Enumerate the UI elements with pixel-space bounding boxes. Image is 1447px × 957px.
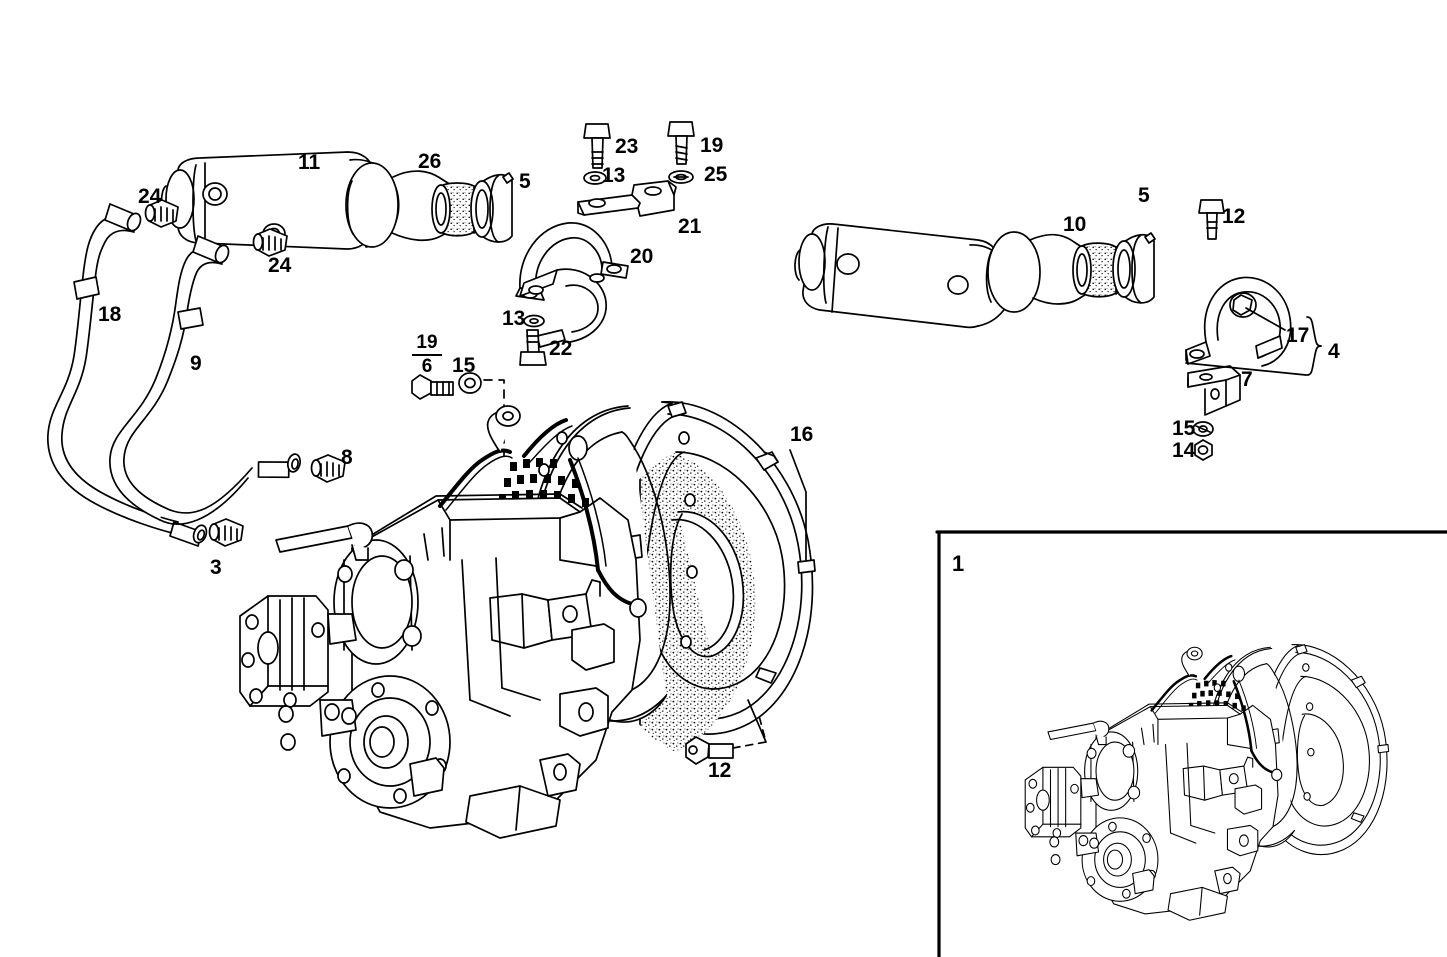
pipe-clamp-20-lower <box>519 268 607 348</box>
bolt-19-6 <box>411 374 454 400</box>
bolt-19 <box>667 121 695 165</box>
hydraulic-hose-9 <box>109 235 302 525</box>
washer-13-b <box>523 314 545 328</box>
callout-5-right: 5 <box>1138 184 1150 207</box>
inset-frame <box>935 530 1447 957</box>
callout-11: 11 <box>298 151 321 174</box>
hose-fitting-24-lower <box>252 228 288 257</box>
callout-19-upper: 19 <box>700 134 724 157</box>
bolt-12-right <box>1198 199 1225 240</box>
fraction-denominator: 6 <box>421 355 433 377</box>
callout-20: 20 <box>630 245 654 268</box>
inset-label-1: 1 <box>952 551 965 576</box>
callout-26: 26 <box>418 150 442 173</box>
washer-15-center <box>458 372 482 394</box>
leader-12-center2 <box>747 699 767 743</box>
angle-bracket-7 <box>1187 365 1241 416</box>
callout-24-upper: 24 <box>138 185 162 208</box>
main-transmission-assembly <box>239 401 816 839</box>
leader-16 <box>789 449 807 561</box>
callout-15-center: 15 <box>452 354 476 377</box>
bolt-23 <box>583 123 611 169</box>
bracket-brace-4 <box>1306 316 1322 376</box>
leader-17 <box>1245 307 1286 331</box>
callout-16: 16 <box>790 423 814 446</box>
callout-13-upper: 13 <box>602 164 626 187</box>
callout-3: 3 <box>210 556 222 579</box>
callout-fraction-19-6: 19 6 <box>412 333 442 377</box>
callout-22: 22 <box>549 337 573 360</box>
right-exhaust-elbow <box>794 223 1156 329</box>
washer-25 <box>668 170 694 184</box>
callout-12-right: 12 <box>1222 205 1246 228</box>
leader-4 <box>1185 362 1307 376</box>
callout-5-left: 5 <box>519 170 531 193</box>
callout-4: 4 <box>1328 340 1340 363</box>
callout-25: 25 <box>704 163 728 186</box>
bolt-22 <box>519 329 547 366</box>
hose-fitting-24-upper <box>144 199 179 228</box>
pipe-clamp-17 <box>1185 276 1292 367</box>
callout-9: 9 <box>190 352 202 375</box>
left-exhaust-elbow <box>160 151 514 250</box>
callout-18: 18 <box>98 303 122 326</box>
adapter-3 <box>208 518 244 547</box>
callout-21: 21 <box>678 215 702 238</box>
washer-15-right <box>1192 421 1214 437</box>
adapter-8 <box>310 454 346 483</box>
strap-21 <box>577 180 677 217</box>
washer-13-a <box>583 171 607 185</box>
inset-assembly <box>1024 644 1390 921</box>
callout-10: 10 <box>1063 213 1087 236</box>
fraction-numerator: 19 <box>416 332 438 353</box>
callout-17: 17 <box>1286 324 1310 347</box>
callout-23: 23 <box>615 135 639 158</box>
callout-14: 14 <box>1172 439 1196 462</box>
bolt-12-center <box>685 736 734 765</box>
callout-7: 7 <box>1241 368 1253 391</box>
leader-dashed-15 <box>483 379 505 457</box>
callout-15-right: 15 <box>1172 417 1196 440</box>
callout-8: 8 <box>341 446 353 469</box>
callout-13-lower: 13 <box>502 307 526 330</box>
callout-12-center: 12 <box>708 759 732 782</box>
callout-24-lower: 24 <box>268 254 292 277</box>
fraction-bar <box>412 353 442 356</box>
nut-14 <box>1194 439 1213 461</box>
